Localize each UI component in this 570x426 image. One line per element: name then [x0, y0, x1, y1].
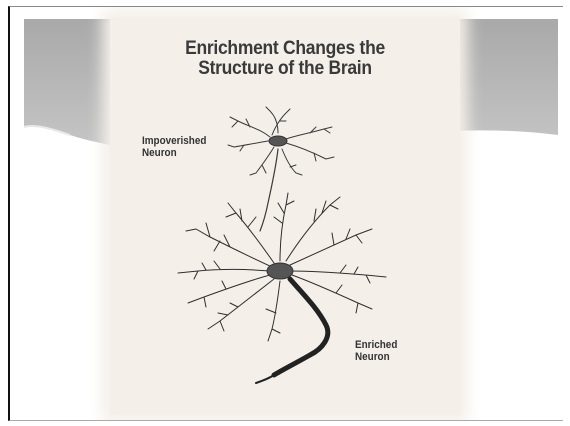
slide: Enrichment Changes the Structure of the …	[8, 6, 563, 421]
impoverished-neuron-label: Impoverished Neuron	[142, 135, 206, 159]
impoverished-neuron-icon	[228, 107, 334, 231]
enriched-neuron-label: Enriched Neuron	[355, 339, 397, 363]
neuron-illustration	[110, 17, 460, 415]
scanned-figure: Enrichment Changes the Structure of the …	[110, 17, 460, 415]
